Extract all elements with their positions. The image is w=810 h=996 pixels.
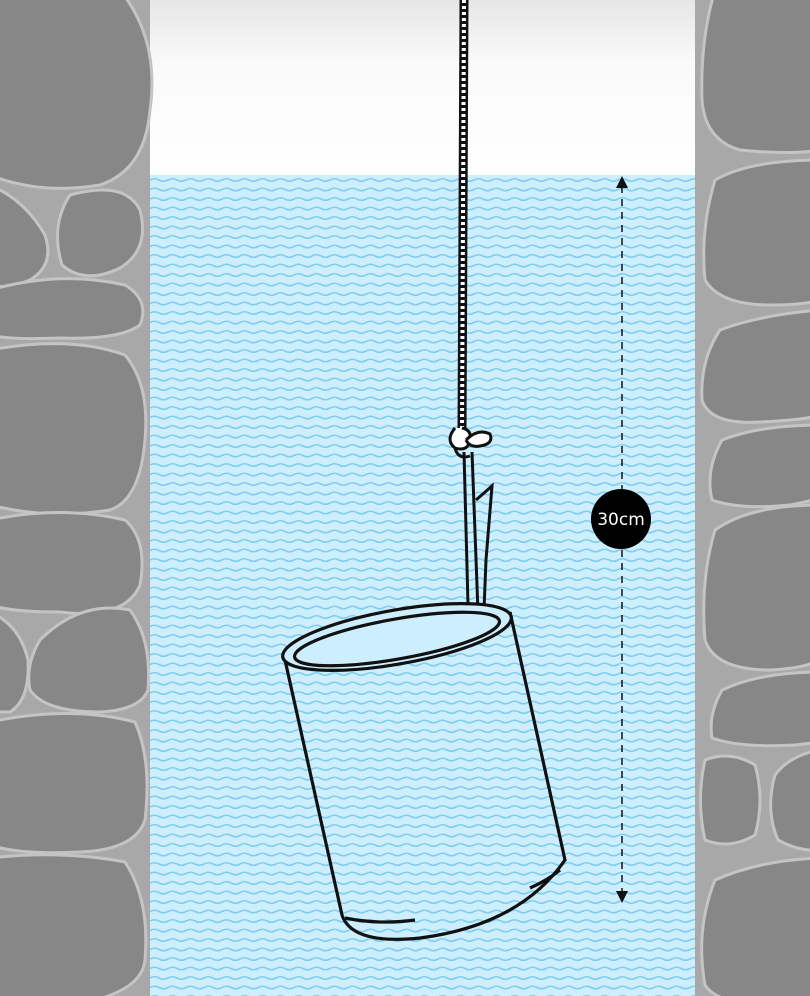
water xyxy=(150,175,708,996)
stone xyxy=(702,858,810,996)
stone xyxy=(0,513,142,614)
stone xyxy=(702,0,810,153)
stone xyxy=(0,714,147,853)
stone xyxy=(701,756,761,844)
stone xyxy=(0,855,146,996)
stone xyxy=(704,160,810,305)
left-stone-wall xyxy=(0,0,152,996)
depth-label: 30cm xyxy=(597,510,645,530)
stone xyxy=(0,344,146,514)
stone xyxy=(704,505,810,670)
right-stone-wall xyxy=(695,0,810,996)
stone xyxy=(0,279,143,339)
air-space xyxy=(150,0,695,180)
rope-icon xyxy=(462,0,464,432)
stone xyxy=(0,0,152,188)
